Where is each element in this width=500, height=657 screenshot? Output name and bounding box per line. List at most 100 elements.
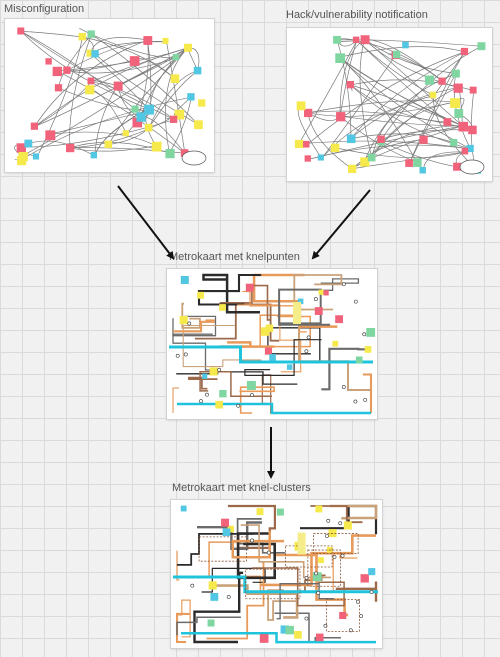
station-note xyxy=(318,557,324,564)
cluster-outline xyxy=(307,549,341,587)
sticky-note xyxy=(392,50,401,59)
sticky-note xyxy=(144,123,153,132)
metro-station xyxy=(175,353,180,358)
sticky-note xyxy=(90,151,98,159)
connector-line xyxy=(69,145,156,152)
station-note xyxy=(208,581,217,590)
sticky-note xyxy=(296,101,306,111)
station-note xyxy=(256,508,264,516)
station-note xyxy=(227,525,235,533)
misconfiguration-board[interactable] xyxy=(5,19,214,172)
station-note xyxy=(366,327,376,337)
metro-line xyxy=(193,571,244,644)
sticky-note xyxy=(360,157,370,167)
connector-line xyxy=(339,57,473,130)
sticky-note xyxy=(451,69,460,78)
metro-line xyxy=(293,274,343,311)
sticky-note xyxy=(438,77,446,85)
station-note xyxy=(219,304,226,311)
sticky-note xyxy=(458,121,469,132)
station-note xyxy=(315,505,323,513)
metro-station xyxy=(313,297,318,301)
connector-line xyxy=(371,101,455,158)
sticky-note xyxy=(16,143,26,153)
metro-station xyxy=(190,583,195,588)
sticky-note xyxy=(367,153,376,162)
metro-line xyxy=(172,333,216,371)
connector-line xyxy=(165,47,189,154)
sticky-note xyxy=(346,80,355,89)
connector-line xyxy=(321,95,434,159)
sticky-note xyxy=(91,50,99,58)
station-note xyxy=(221,518,230,527)
sticky-note xyxy=(461,147,469,155)
sticky-note xyxy=(132,117,143,128)
metro-line xyxy=(177,599,191,638)
connector-line xyxy=(117,47,189,86)
metro-station xyxy=(355,599,360,604)
connector-line xyxy=(321,55,396,159)
connector-line xyxy=(169,97,192,154)
metro-line-cyan xyxy=(169,345,373,364)
sticky-note xyxy=(136,112,146,122)
sticky-note xyxy=(454,109,464,118)
sticky-note xyxy=(348,164,357,173)
connector-line xyxy=(408,73,457,164)
metro-line xyxy=(300,504,378,535)
station-note xyxy=(294,631,302,639)
metro-line xyxy=(244,339,322,376)
connector-line xyxy=(148,70,198,129)
connector-line xyxy=(337,39,482,47)
metro-station xyxy=(326,518,331,523)
station-note xyxy=(202,373,208,379)
sticky-note xyxy=(468,125,477,135)
cluster-outline xyxy=(198,536,247,562)
sticky-note xyxy=(346,134,356,144)
metro-station xyxy=(338,521,343,526)
station-note xyxy=(339,611,347,620)
hack-vulnerability-board[interactable] xyxy=(287,28,492,181)
metro-station xyxy=(183,352,188,357)
metro-line xyxy=(332,552,366,593)
sticky-note xyxy=(183,43,192,52)
sticky-note xyxy=(453,162,462,171)
station-note xyxy=(245,283,254,292)
sticky-note xyxy=(466,144,474,153)
metro-station xyxy=(236,403,241,408)
sticky-note xyxy=(144,104,155,115)
sticky-note xyxy=(450,98,460,109)
metro-station xyxy=(341,385,346,389)
connector-line xyxy=(22,57,177,157)
connector-line xyxy=(350,87,458,139)
connector-line xyxy=(308,125,463,160)
connector-line xyxy=(94,85,118,156)
sticky-note xyxy=(63,66,71,74)
connector-line xyxy=(67,41,167,71)
metro-station xyxy=(199,399,203,404)
sticky-note xyxy=(336,112,346,122)
sticky-note xyxy=(151,141,162,152)
connector-line xyxy=(34,39,148,127)
sticky-note xyxy=(86,49,94,57)
station-note xyxy=(318,289,324,295)
sticky-note xyxy=(78,32,86,41)
metro-line xyxy=(172,315,217,337)
metrokaart-knel-clusters-board[interactable] xyxy=(171,500,382,648)
station-note xyxy=(360,574,369,583)
connector-line xyxy=(69,34,92,148)
arrow-hack-to-metro xyxy=(311,189,371,260)
station-note xyxy=(180,276,189,284)
sticky-note xyxy=(360,35,370,45)
cluster-outline xyxy=(285,545,333,568)
sticky-note xyxy=(52,66,62,77)
arrow-misconfiguration-to-metro xyxy=(117,185,175,260)
metro-line xyxy=(276,583,334,620)
connector-line xyxy=(82,36,175,79)
sticky-note xyxy=(352,36,360,44)
metro-line xyxy=(172,387,179,413)
metro-line-cyan xyxy=(181,631,376,644)
metrokaart-knelpunten-board[interactable] xyxy=(167,269,377,419)
metro-line xyxy=(181,302,201,329)
frame-title-hack-vulnerability: Hack/vulnerability notification xyxy=(286,9,428,21)
metro-line xyxy=(197,273,262,306)
